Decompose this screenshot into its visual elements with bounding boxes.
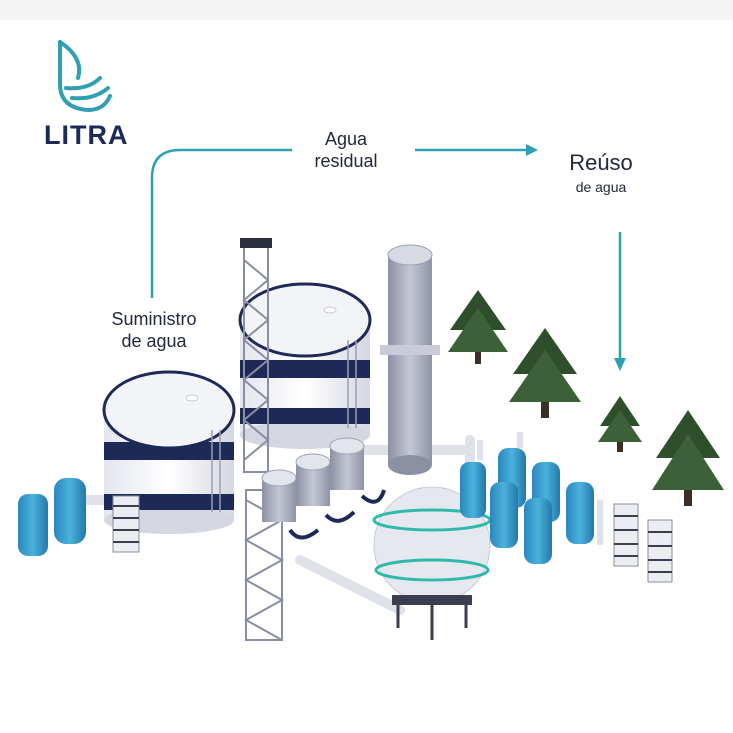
supply-label-line1: Suministro [111, 309, 197, 329]
spherical-tank [372, 486, 492, 640]
distillation-column [380, 244, 440, 475]
reuse-arrow-head-icon [614, 358, 626, 371]
litra-logo-icon [58, 40, 112, 113]
residual-label-line1: Agua [324, 129, 368, 149]
residual-water-label: Agua residual [296, 128, 396, 172]
storage-tank-middle [238, 282, 372, 449]
filter-vessels [261, 437, 386, 540]
residual-label-line2: residual [314, 151, 378, 171]
top-bar [0, 0, 733, 20]
residual-arrow-head-icon [526, 144, 538, 156]
supply-flow-line [150, 148, 292, 298]
reuse-label-line1: Reúso [569, 150, 633, 175]
reuse-label-line2: de agua [575, 179, 627, 195]
blue-tanks-left [18, 478, 86, 556]
water-supply-label: Suministro de agua [96, 308, 212, 352]
pine-trees [448, 290, 724, 506]
supply-label-line2: de agua [121, 331, 187, 351]
brand-name: LITRA [44, 120, 129, 150]
blue-tanks-right [460, 432, 603, 564]
cartridge-filters [112, 495, 673, 583]
